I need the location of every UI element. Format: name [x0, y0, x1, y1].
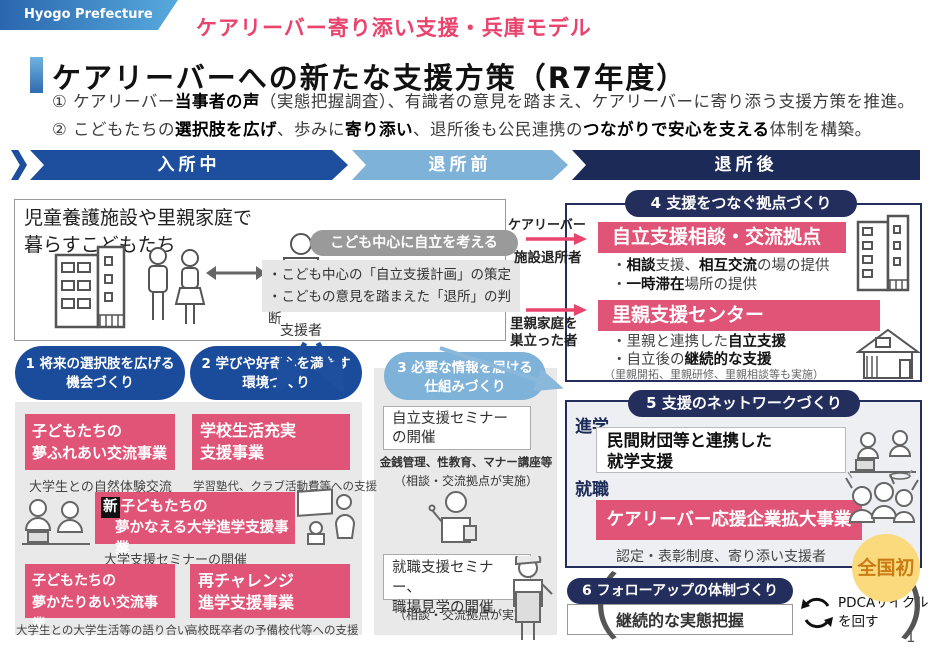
residence-title: 児童養護施設や里親家庭で 暮らすこどもたち: [24, 207, 253, 256]
card-yume-katariai-caption: 大学生との大学生活等の語り合い: [16, 623, 189, 637]
residence-point-2: ・こどもの意見を踏まえた「退所」の判断: [268, 289, 511, 327]
residence-point-1: ・こども中心の「自立支援計画」の策定: [268, 267, 511, 283]
seminar1-caption1: 金銭管理、性教育、マナー講座等: [379, 455, 553, 469]
flow-arrow-facility-icon: [526, 233, 587, 245]
card-yume-fureai-caption: 大学生との自然体験交流: [29, 480, 172, 495]
track3-header: 3 必要な情報を届ける 仕組みづくり: [384, 352, 546, 400]
residence-points: ・こども中心の「自立支援計画」の策定 ・こどもの意見を踏まえた「退所」の判断: [262, 260, 520, 327]
card-university-support: 新子どもたちの 夢かなえる大学進学支援事業: [95, 492, 295, 557]
foster-leaver-label: 里親家庭を 巣立った者: [510, 316, 578, 349]
hub1-point-2: ・一時滞在場所の提供: [612, 277, 757, 293]
phase-after-leaving: 退所後: [572, 150, 920, 180]
pointing-person-icon: [428, 491, 477, 543]
cheering-people-icon: [845, 469, 919, 523]
hub-building-icon: [856, 214, 910, 292]
model-tagline: ケアリーバー寄り添い支援・兵庫モデル: [196, 16, 592, 40]
title-accent-bar: [30, 57, 43, 93]
employment-label: 就職: [575, 480, 609, 500]
teacher-blackboard-icon: [297, 488, 356, 545]
branch-arrows-icon: [274, 341, 564, 395]
card-yume-fureai: 子どもたちの 夢ふれあい交流事業: [25, 414, 175, 470]
card-yume-katariai: 子どもたちの 夢かたりあい交流事業: [25, 564, 175, 633]
phase-in-care: 入所中: [30, 150, 348, 180]
hub1-point-1: ・相談支援、相互交流の場の提供: [612, 258, 830, 274]
employment-caption: 認定・表彰制度、寄り添い支援者: [616, 549, 826, 565]
page-title: ケアリーバーへの新たな支援方策（R7年度）: [52, 61, 688, 95]
apartment-building-icon: [54, 245, 126, 329]
section5-header: 5 支援のネットワークづくり: [628, 390, 860, 417]
seminar1-box: 自立支援セミナー の開催: [383, 406, 531, 450]
track1-header: 1 将来の選択肢を広げる 機会づくり: [15, 346, 185, 400]
hub2-banner: 里親支援センター: [598, 300, 880, 331]
hub2-note: （里親開拓、里親研修、里親相談等も実施）: [604, 368, 824, 381]
hub1-banner: 自立支援相談・交流拠点: [598, 222, 846, 253]
prefecture-badge: Hyogo Prefecture: [0, 0, 178, 30]
facility-leaver-label: 施設退所者: [514, 250, 582, 266]
section6-header: 6 フォローアップの体制づくり: [567, 578, 793, 604]
hub2-points: ・里親と連携した自立支援 ・自立後の継続的な支援: [612, 333, 786, 369]
section4-header: 4 支援をつなぐ拠点づくり: [625, 190, 857, 217]
hub2-point-1: ・里親と連携した自立支援: [612, 334, 786, 350]
intro-line-2: ② こどもたちの選択肢を広げ、歩みに寄り添い、退所後も公民連携のつながりで安心を…: [52, 120, 872, 139]
page-number: 1: [906, 628, 916, 646]
card-university-line2: 夢かなえる大学進学支援事業: [115, 520, 289, 557]
hub2-point-2: ・自立後の継続的な支援: [612, 352, 772, 368]
seminar2-box: 就職支援セミナー、 職場見学の開催: [383, 554, 531, 616]
careleaver-label: ケアリーバー: [508, 218, 586, 233]
intro-line-1: ① ケアリーバー当事者の声（実態把握調査）、有識者の意見を踏まえ、ケアリーバーに…: [52, 92, 915, 111]
card-school-life: 学校生活充実 支援事業: [192, 414, 350, 470]
worker-icon: [513, 556, 553, 640]
hub1-points: ・相談支援、相互交流の場の提供 ・一時滞在場所の提供: [612, 257, 830, 295]
seminar2-caption: （相談・交流拠点が実施）: [393, 608, 538, 622]
study-desk-icon: [850, 430, 916, 480]
employment-card: ケアリーバー応援企業拡大事業: [596, 500, 862, 540]
new-badge: 新: [101, 497, 120, 518]
phase-before-leaving: 退所前: [352, 150, 568, 180]
card-rechallenge: 再チャレンジ 進学支援事業: [190, 564, 350, 618]
pdca-label: PDCAサイクル を回す: [838, 595, 929, 630]
education-card: 民間財団等と連携した 就学支援: [596, 427, 846, 473]
nationwide-first-badge: 全国初: [852, 534, 920, 602]
flow-arrow-foster-icon: [526, 304, 587, 316]
house-icon: [856, 328, 920, 379]
card-rechallenge-caption: 高校既卒者の予備校代等への支援: [186, 623, 359, 637]
pdca-cycle-icon: [801, 597, 833, 629]
laptop-people-icon: [22, 499, 90, 545]
seminar1-caption2: （相談・交流拠点が実施）: [393, 474, 538, 488]
card-university-line1: 新子どもたちの: [101, 497, 289, 518]
double-arrow-icon: [206, 266, 266, 280]
chevron-fragment-icon: [11, 150, 27, 180]
section6-box: 継続的な実態把握: [567, 604, 793, 635]
self-reliance-pill: こども中心に自立を考える: [310, 230, 518, 256]
supporter-label: 支援者: [280, 323, 322, 339]
children-icon: [148, 247, 206, 324]
